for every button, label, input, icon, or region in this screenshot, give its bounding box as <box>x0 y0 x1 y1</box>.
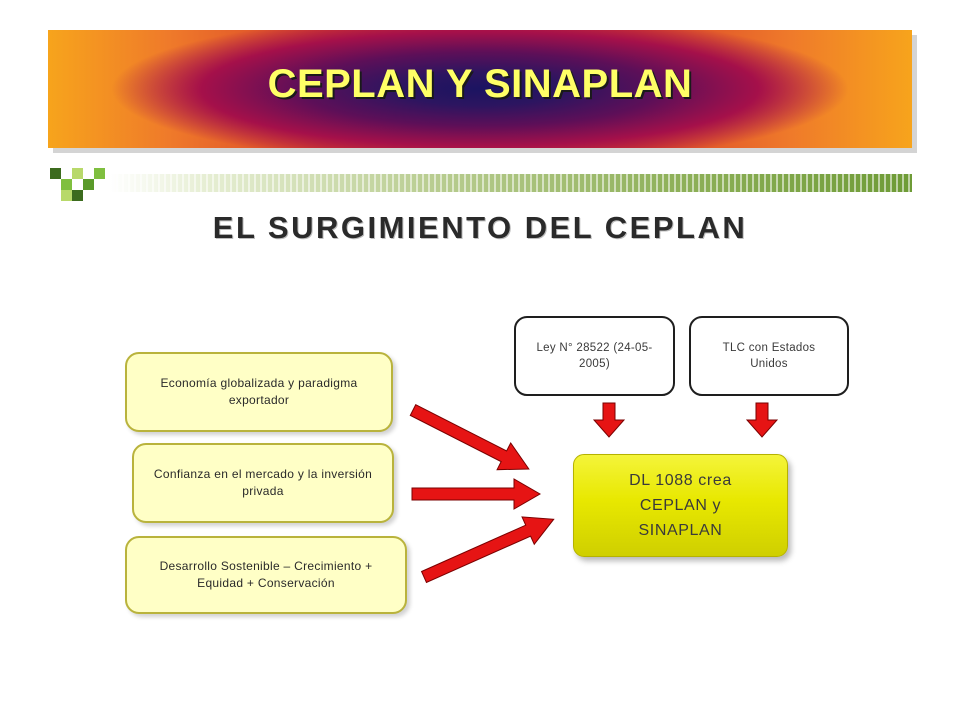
decorative-stripe-bar <box>110 174 912 192</box>
pixel-logo-icon <box>50 168 110 208</box>
result-box: DL 1088 crea CEPLAN y SINAPLAN <box>573 454 788 557</box>
factor-desarrollo: Desarrollo Sostenible – Crecimiento + Eq… <box>125 536 407 614</box>
arrow-down-2-icon <box>745 402 779 438</box>
arrow-right-2-icon <box>411 478 542 510</box>
title-banner: CEPLAN Y SINAPLAN <box>48 30 912 148</box>
section-title: EL SURGIMIENTO DEL CEPLAN <box>212 210 748 245</box>
box-ley-28522-text: Ley N° 28522 (24-05-2005) <box>536 342 653 370</box>
box-tlc: TLC con Estados Unidos <box>689 316 849 396</box>
box-ley-28522: Ley N° 28522 (24-05-2005) <box>514 316 675 396</box>
arrow-right-1-icon <box>409 403 530 471</box>
slide-title: CEPLAN Y SINAPLAN <box>267 62 693 106</box>
factor-confianza: Confianza en el mercado y la inversión p… <box>132 443 394 523</box>
factor-desarrollo-text: Desarrollo Sostenible – Crecimiento + Eq… <box>159 559 373 590</box>
arrow-right-3-icon <box>420 516 555 584</box>
factor-economia: Economía globalizada y paradigma exporta… <box>125 352 393 432</box>
box-tlc-text: TLC con Estados Unidos <box>722 342 816 370</box>
factor-economia-text: Economía globalizada y paradigma exporta… <box>160 376 358 407</box>
arrow-down-1-icon <box>592 402 626 438</box>
factor-confianza-text: Confianza en el mercado y la inversión p… <box>153 467 373 498</box>
result-box-text: DL 1088 crea CEPLAN y SINAPLAN <box>629 472 732 539</box>
